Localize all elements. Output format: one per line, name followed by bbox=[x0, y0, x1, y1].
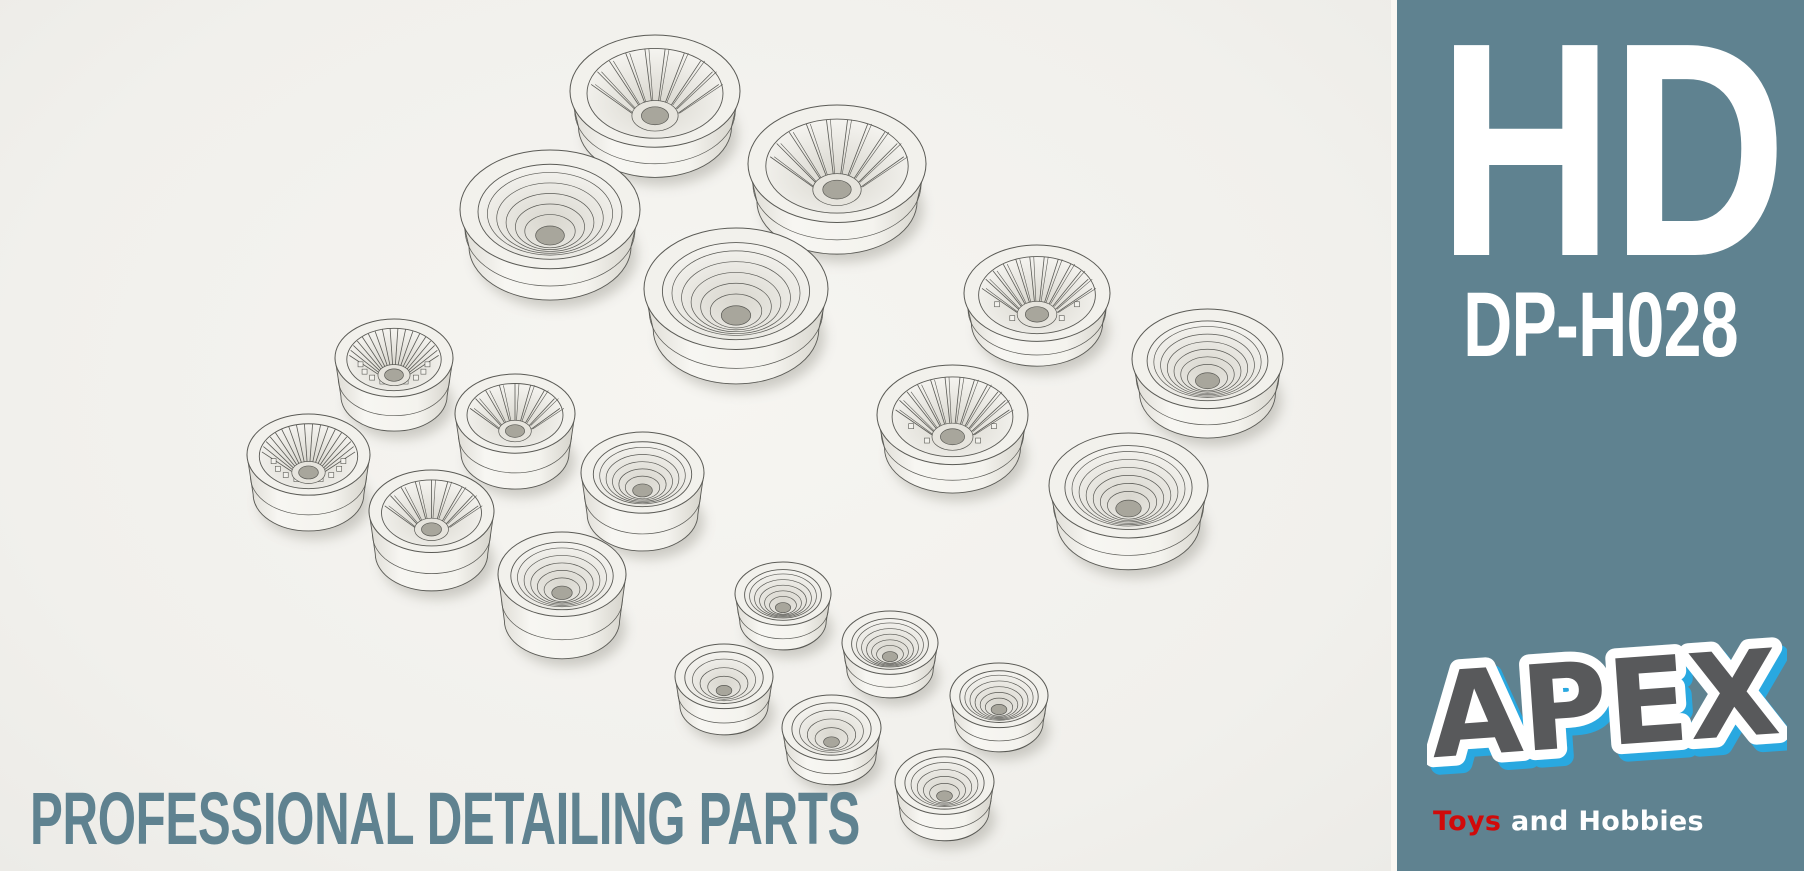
detail-part-rings bbox=[780, 693, 883, 793]
detail-part-rings bbox=[1047, 431, 1210, 578]
tagline-accent: Toys bbox=[1433, 806, 1502, 837]
svg-text:APEX: APEX bbox=[1427, 625, 1784, 785]
detail-part-fine bbox=[245, 412, 372, 539]
detail-part-rings bbox=[1130, 307, 1285, 447]
part-render-icon bbox=[246, 413, 371, 539]
part-render-icon bbox=[497, 531, 627, 667]
part-render-icon bbox=[894, 748, 996, 849]
part-render-icon bbox=[1048, 432, 1209, 578]
part-render-icon bbox=[876, 364, 1029, 502]
detail-part-rings bbox=[840, 609, 940, 706]
detail-part-rings bbox=[673, 642, 775, 743]
part-render-icon bbox=[1131, 308, 1284, 447]
tagline-rest: and Hobbies bbox=[1501, 806, 1704, 837]
part-render-icon bbox=[747, 104, 927, 263]
detail-part-rings bbox=[458, 148, 642, 309]
part-render-icon bbox=[643, 227, 829, 392]
apex-logo: APEX APEX APEX bbox=[1416, 613, 1801, 803]
panel-divider bbox=[1391, 0, 1397, 871]
product-render-area: PROFESSIONAL DETAILING PARTS bbox=[0, 0, 1397, 871]
detail-part-spokes bbox=[568, 33, 742, 186]
series-badge: HD bbox=[1437, 0, 1787, 320]
detail-part-spokes bbox=[746, 103, 928, 263]
part-render-icon bbox=[368, 469, 495, 599]
part-render-icon bbox=[734, 561, 833, 658]
apex-logo-icon: APEX APEX APEX bbox=[1416, 613, 1801, 803]
part-render-icon bbox=[963, 244, 1111, 375]
part-render-icon bbox=[459, 149, 641, 309]
headline-text: PROFESSIONAL DETAILING PARTS bbox=[30, 777, 861, 860]
part-render-icon bbox=[454, 373, 576, 498]
detail-part-rings bbox=[893, 747, 996, 849]
detail-part-rings bbox=[733, 560, 833, 658]
part-render-icon bbox=[949, 662, 1050, 760]
part-render-icon bbox=[674, 643, 775, 743]
brand-panel: HD DP-H028 APEX APEX APEX Toys and Hobbi… bbox=[1397, 0, 1804, 871]
detail-part-teeth bbox=[875, 363, 1030, 502]
detail-part-spokes bbox=[453, 372, 577, 498]
brand-tagline: Toys and Hobbies bbox=[1433, 806, 1773, 837]
detail-part-rings bbox=[948, 661, 1050, 760]
part-render-icon bbox=[334, 318, 454, 440]
detail-part-fine bbox=[333, 317, 455, 440]
product-code: DP-H028 bbox=[1463, 274, 1739, 376]
detail-part-rings bbox=[496, 530, 628, 667]
part-render-icon bbox=[580, 431, 705, 559]
part-render-icon bbox=[841, 610, 940, 706]
detail-part-spokes bbox=[367, 468, 496, 599]
part-render-icon bbox=[781, 694, 883, 793]
detail-part-teeth bbox=[962, 243, 1112, 375]
part-render-icon bbox=[569, 34, 741, 186]
detail-part-rings bbox=[579, 430, 706, 559]
svg-text:APEX: APEX bbox=[1432, 631, 1787, 793]
detail-part-rings bbox=[642, 226, 830, 392]
